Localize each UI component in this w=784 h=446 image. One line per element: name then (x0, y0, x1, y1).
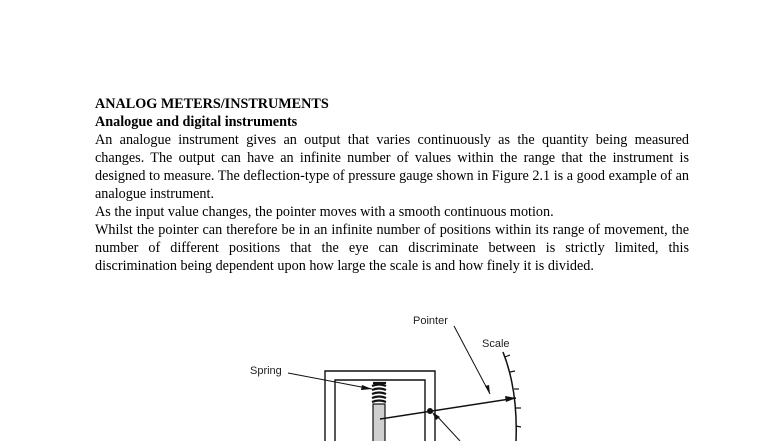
subsection-heading: Analogue and digital instruments (95, 114, 298, 130)
scale-ticks (504, 354, 522, 428)
paragraph-1: An analogue instrument gives an output t… (95, 132, 689, 202)
leader-lines (287, 325, 491, 442)
piston (372, 403, 386, 445)
text-column: ANALOG METERS/INSTRUMENTS Analogue and d… (95, 95, 689, 275)
section-heading: ANALOG METERS/INSTRUMENTS (95, 96, 329, 112)
spring-icon (371, 381, 387, 404)
pointer-arm (379, 397, 517, 420)
gauge-housing (324, 370, 436, 441)
pointer-label: Pointer (413, 315, 448, 327)
paragraph-2: As the input value changes, the pointer … (95, 204, 554, 220)
scale-label: Scale (482, 338, 510, 350)
spring-label: Spring (250, 365, 282, 377)
paragraph-3: Whilst the pointer can therefore be in a… (95, 222, 689, 274)
pointer-arrowhead (505, 396, 516, 402)
pivot-point (427, 408, 433, 414)
scale-arc (502, 351, 517, 442)
